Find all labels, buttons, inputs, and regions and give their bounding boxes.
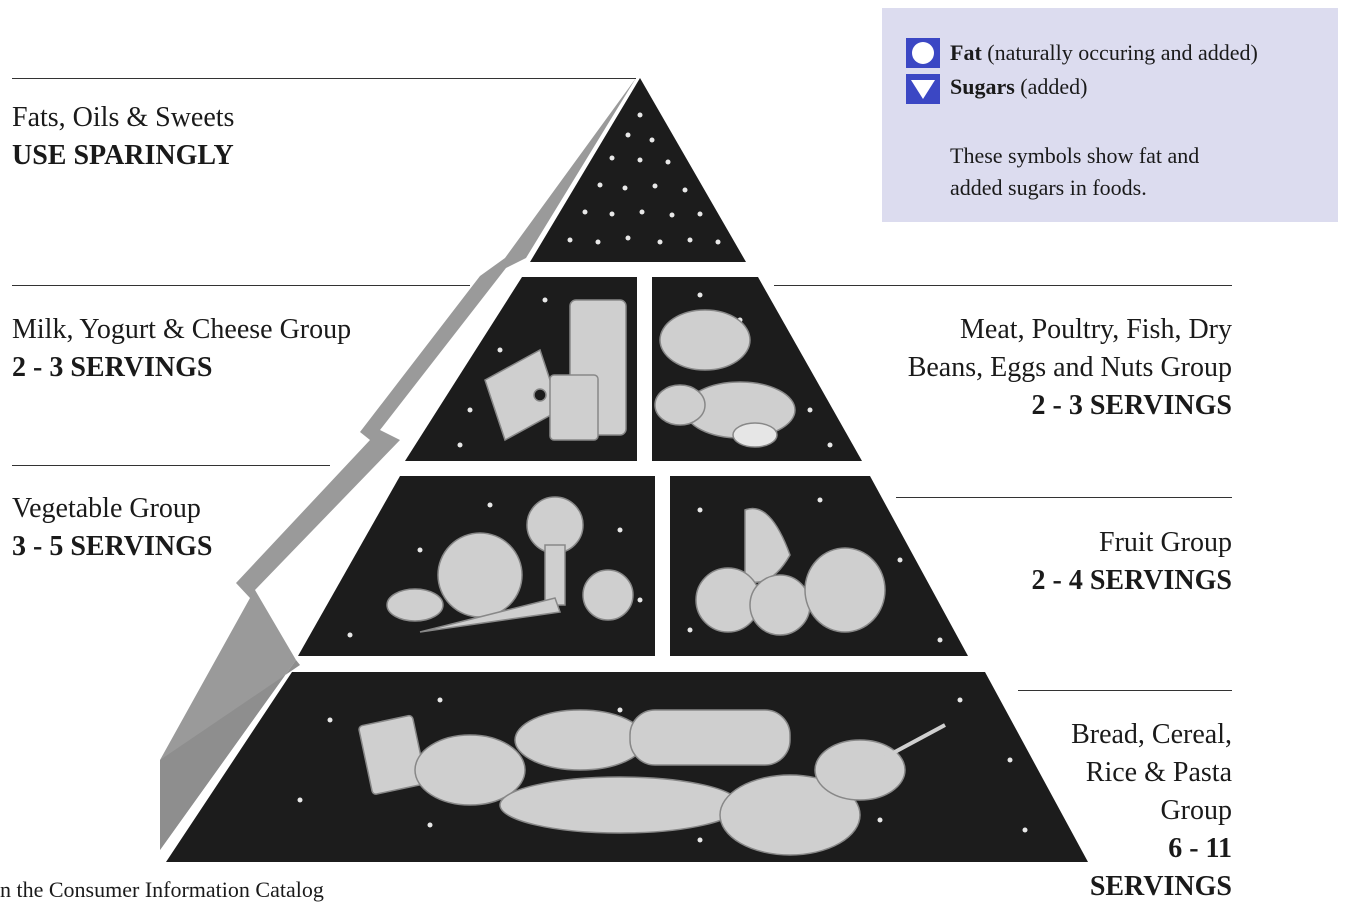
group-name: Vegetable Group (12, 493, 201, 524)
meat-foods-illustration (654, 309, 796, 448)
sugars-symbol-swatch (906, 74, 940, 104)
group-name-line1: Bread, Cereal, (1071, 719, 1232, 750)
group-name: Milk, Yogurt & Cheese Group (12, 314, 352, 345)
bread-foods-illustration (358, 709, 946, 856)
pyramid-side-face (160, 78, 636, 850)
label-fats-oils-sweets: Fats, Oils & Sweets USE SPARINGLY (12, 99, 234, 175)
group-name: Fruit Group (1099, 527, 1232, 558)
pyramid-side-face-lower (160, 660, 300, 850)
fruit-foods-illustration (695, 507, 886, 636)
vegetable-foods-illustration (386, 496, 634, 633)
group-name: Fats, Oils & Sweets (12, 102, 235, 133)
legend-fat-label: Fat (950, 40, 982, 65)
legend-description-line1: These symbols show fat and (950, 143, 1200, 168)
circle-icon (912, 42, 934, 64)
group-servings-line2: SERVINGS (1089, 871, 1232, 902)
group-servings-line1: 6 - 11 (1168, 833, 1232, 864)
label-meat-group: Meat, Poultry, Fish, Dry Beans, Eggs and… (908, 311, 1232, 425)
legend-box: Fat (naturally occuring and added) Sugar… (882, 8, 1338, 222)
group-servings: 2 - 3 SERVINGS (12, 352, 213, 383)
legend-sugars-label: Sugars (950, 74, 1015, 99)
legend-description-line2: added sugars in foods. (950, 175, 1147, 200)
legend-description: These symbols show fat and added sugars … (950, 140, 1199, 204)
group-name-line3: Group (1160, 795, 1232, 826)
triangle-down-icon (911, 80, 935, 99)
group-servings: 3 - 5 SERVINGS (12, 531, 213, 562)
group-servings: 2 - 3 SERVINGS (1031, 390, 1233, 421)
label-milk-group: Milk, Yogurt & Cheese Group 2 - 3 SERVIN… (12, 311, 351, 387)
rule-bread (1018, 690, 1232, 691)
source-footer: n the Consumer Information Catalog (0, 877, 324, 902)
fat-symbol-swatch (906, 38, 940, 68)
label-bread-group: Bread, Cereal, Rice & Pasta Group 6 - 11… (1071, 716, 1232, 906)
group-name-line1: Meat, Poultry, Fish, Dry (960, 314, 1232, 345)
tier-fats-oils-sweets (530, 78, 746, 262)
group-servings: 2 - 4 SERVINGS (1031, 565, 1233, 596)
dairy-foods-illustration (484, 299, 627, 442)
legend-fat-row: Fat (naturally occuring and added) (950, 38, 1258, 68)
group-servings: USE SPARINGLY (12, 140, 234, 171)
rule-fats (12, 78, 636, 79)
rule-meat (774, 285, 1232, 286)
rule-milk (12, 285, 470, 286)
label-fruit-group: Fruit Group 2 - 4 SERVINGS (1032, 524, 1233, 600)
legend-sugars-row: Sugars (added) (950, 72, 1087, 102)
legend-fat-note: (naturally occuring and added) (987, 40, 1258, 65)
group-name-line2: Rice & Pasta (1085, 757, 1232, 788)
label-vegetable-group: Vegetable Group 3 - 5 SERVINGS (12, 490, 213, 566)
group-name-line2: Beans, Eggs and Nuts Group (907, 352, 1232, 383)
legend-sugars-note: (added) (1020, 74, 1088, 99)
rule-vegetable (12, 465, 330, 466)
fat-sugar-symbols (297, 112, 1028, 843)
rule-fruit (896, 497, 1232, 498)
